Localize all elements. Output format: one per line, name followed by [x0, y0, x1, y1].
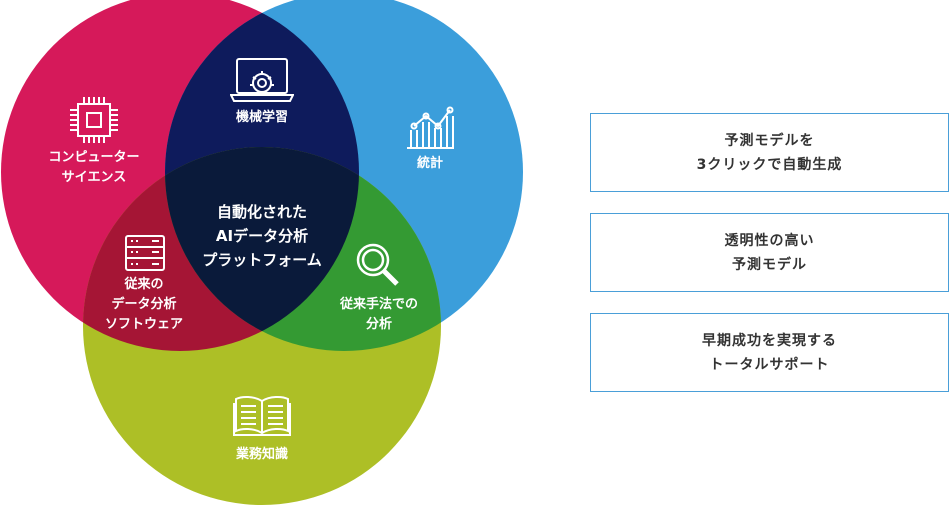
label-line: 分析	[365, 317, 393, 332]
label-line: 従来の	[124, 277, 164, 292]
label-statistics: 統計	[416, 156, 444, 171]
bar-line-chart-icon	[407, 106, 454, 149]
feature-line: 早期成功を実現する	[702, 332, 837, 349]
label-line: ソフトウェア	[104, 317, 184, 332]
label-machine-learning: 機械学習	[235, 110, 289, 125]
label-center-platform: 自動化された AIデータ分析 プラットフォーム	[202, 200, 322, 272]
label-line: AIデータ分析	[215, 227, 309, 245]
label-line: データ分析	[111, 297, 177, 312]
magnifier-icon	[356, 243, 399, 286]
feature-box-auto-model: 予測モデルを 3クリックで自動生成	[590, 113, 949, 192]
laptop-gear-icon	[230, 58, 294, 102]
label-computer-science: コンピューター サイエンス	[48, 148, 139, 188]
label-traditional-analysis: 従来手法での 分析	[340, 295, 418, 335]
server-icon	[125, 235, 165, 271]
feature-line: トータルサポート	[709, 356, 830, 373]
feature-line: 予測モデル	[732, 256, 807, 273]
feature-line: 3クリックで自動生成	[696, 156, 843, 173]
label-legacy-software: 従来の データ分析 ソフトウェア	[105, 275, 183, 335]
feature-box-transparent-model: 透明性の高い予測モデル	[590, 213, 949, 292]
label-business-knowledge: 業務知識	[235, 447, 289, 462]
label-line: 自動化された	[216, 203, 307, 221]
feature-line: 予測モデルを	[724, 132, 815, 149]
open-book-icon	[233, 395, 291, 436]
label-line: サイエンス	[61, 170, 127, 185]
label-line: コンピューター	[48, 150, 140, 165]
label-line: プラットフォーム	[202, 251, 322, 269]
feature-box-total-support: 早期成功を実現するトータルサポート	[590, 313, 949, 392]
cpu-chip-icon	[70, 97, 118, 143]
label-line: 従来手法での	[339, 297, 419, 312]
feature-line: 透明性の高い	[724, 232, 815, 249]
